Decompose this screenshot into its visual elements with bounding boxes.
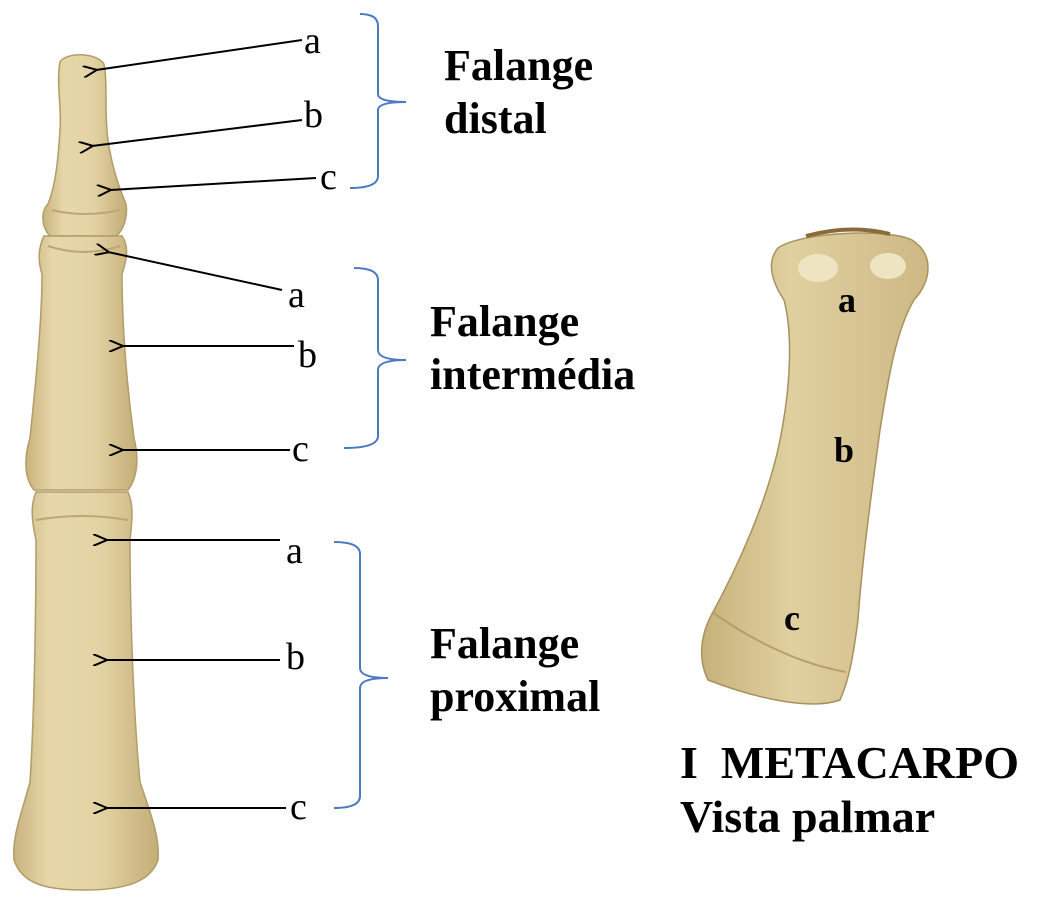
intermediate-phalanx-shape [26, 236, 137, 490]
group-brackets [334, 14, 406, 808]
intermediate-group-line1: Falange [430, 296, 635, 349]
proximal-group-line1: Falange [430, 618, 600, 671]
intermediate-part-c-label: c [292, 430, 309, 468]
proximal-group-label: Falange proximal [430, 618, 600, 724]
metacarpal-head-left [798, 254, 838, 282]
bracket-proximal [334, 542, 388, 808]
distal-group-line2: distal [444, 93, 593, 146]
intermediate-part-a-label: a [288, 276, 305, 314]
metacarpal-caption: I METACARPO Vista palmar [680, 736, 1019, 845]
bracket-intermediate [344, 268, 406, 448]
proximal-part-b-label: b [286, 638, 305, 676]
proximal-part-a-label: a [286, 532, 303, 570]
proximal-phalanx-shape [14, 492, 159, 890]
arrow-distal-a [96, 40, 302, 70]
intermediate-group-label: Falange intermédia [430, 296, 635, 402]
metacarpal-caption-line1: I METACARPO [680, 736, 1019, 790]
distal-phalanx-shape [43, 55, 127, 236]
intermediate-group-line2: intermédia [430, 349, 635, 402]
metacarpal-head-right [870, 253, 906, 279]
arrow-distal-b [92, 120, 302, 146]
metacarpal-bone [702, 229, 928, 703]
distal-group-line1: Falange [444, 40, 593, 93]
finger-bones [14, 55, 159, 890]
arrow-distal-c [110, 178, 316, 190]
distal-part-c-label: c [320, 158, 337, 196]
distal-group-label: Falange distal [444, 40, 593, 146]
metacarpal-shape [702, 233, 928, 704]
proximal-part-c-label: c [290, 788, 307, 826]
metacarpal-part-a-label: a [838, 282, 856, 318]
metacarpal-part-b-label: b [834, 432, 854, 468]
arrow-intermediate-a [108, 252, 282, 290]
distal-part-a-label: a [304, 22, 321, 60]
metacarpal-caption-line2: Vista palmar [680, 790, 1019, 844]
bracket-distal [350, 14, 406, 188]
metacarpal-part-c-label: c [784, 600, 800, 636]
proximal-group-line2: proximal [430, 671, 600, 724]
distal-part-b-label: b [304, 96, 323, 134]
intermediate-part-b-label: b [298, 336, 317, 374]
